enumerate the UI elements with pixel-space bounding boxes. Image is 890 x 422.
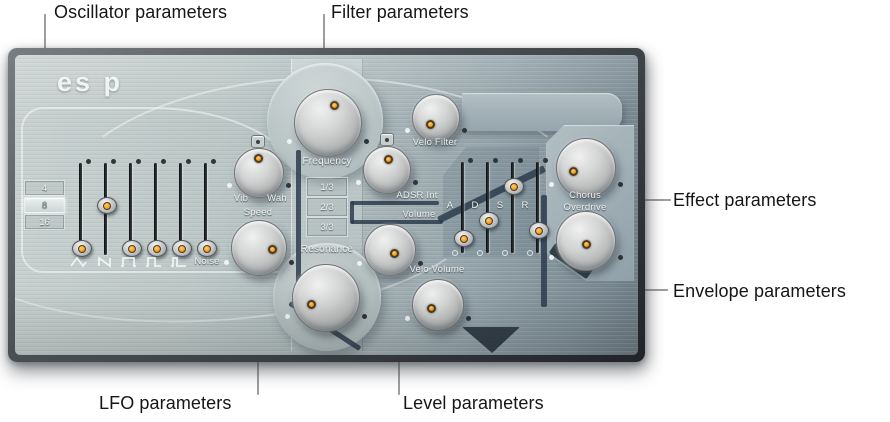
- filter-slope-button-3-3[interactable]: 3/3: [306, 217, 348, 237]
- vib-wah-knob[interactable]: [227, 148, 291, 198]
- esp-synth-window: es p 4 8 16: [8, 48, 645, 362]
- adsr-int-knob[interactable]: [356, 146, 418, 194]
- top-right-plate: [462, 93, 622, 131]
- filter-slope-button-1-3[interactable]: 1/3: [306, 177, 348, 197]
- panel-accent: [288, 301, 362, 351]
- filter-resonance-hump: [273, 243, 381, 351]
- envelope-decay-slider-track[interactable]: [477, 158, 498, 256]
- envelope-sustain-slider-track[interactable]: [502, 158, 523, 256]
- sawtooth-wave-icon: [95, 255, 119, 269]
- callout-level-parameters: Level parameters: [403, 393, 544, 413]
- resonance-label: Resonance: [300, 244, 354, 255]
- panel-accent: [437, 165, 547, 224]
- envelope-release-slider-track[interactable]: [527, 158, 548, 256]
- knob-indicator: [268, 245, 277, 254]
- knob-indicator: [427, 304, 436, 313]
- octave-button-16[interactable]: 16: [24, 214, 65, 230]
- filter-frequency-knob[interactable]: [287, 89, 369, 157]
- panel-accent: [351, 201, 439, 205]
- panel-accent: [541, 195, 547, 307]
- knob-indicator: [426, 120, 435, 129]
- esp-synth-panel: es p 4 8 16: [15, 55, 638, 355]
- oscillator-section-outline: [21, 107, 301, 273]
- velo-volume-label: Velo Volume: [409, 264, 465, 275]
- decorative-arc-top: [43, 77, 607, 355]
- knob-indicator: [307, 300, 316, 309]
- osc-pulse-narrow-slider-handle[interactable]: [172, 240, 192, 257]
- filter-frequency-hump: [267, 63, 383, 179]
- frequency-label: Frequency: [302, 156, 352, 167]
- osc-saw-slider-track[interactable]: [104, 159, 116, 255]
- callout-effect-parameters: Effect parameters: [673, 190, 817, 210]
- envelope-attack-label: A: [446, 200, 454, 211]
- vib-label: Vib: [233, 193, 249, 204]
- envelope-decay-label: D: [471, 200, 479, 211]
- osc-pulse-wide-slider-track[interactable]: [154, 159, 166, 255]
- callout-envelope-parameters: Envelope parameters: [673, 281, 846, 301]
- osc-saw-slider-handle[interactable]: [97, 197, 117, 214]
- overdrive-knob[interactable]: [549, 211, 623, 271]
- square-wave-icon: [119, 255, 143, 269]
- knob-indicator: [330, 101, 339, 110]
- knob-indicator: [254, 154, 263, 163]
- filter-resonance-knob[interactable]: [285, 264, 367, 332]
- adsr-int-label: ADSR Int: [396, 190, 438, 201]
- velo-filter-label: Velo Filter: [412, 137, 458, 148]
- envelope-attack-slider-handle[interactable]: [454, 230, 474, 247]
- callout-lfo-parameters: LFO parameters: [99, 393, 232, 413]
- decorative-arc-bottom: [15, 98, 496, 340]
- envelope-sustain-slider-handle[interactable]: [504, 178, 524, 195]
- callout-filter-parameters: Filter parameters: [331, 2, 469, 22]
- effect-section-plate: [546, 125, 634, 281]
- envelope-attack-slider-track[interactable]: [452, 158, 473, 256]
- pulse-narrow-icon: [169, 255, 193, 269]
- chorus-label: Chorus: [569, 190, 601, 201]
- panel-accent: [351, 220, 443, 224]
- volume-label: Volume: [402, 209, 436, 220]
- filter-slope-button-2-3[interactable]: 2/3: [306, 197, 348, 217]
- knob-indicator: [569, 167, 578, 176]
- panel-accent: [462, 327, 520, 353]
- callout-oscillator-parameters: Oscillator parameters: [54, 2, 228, 22]
- osc-triangle-slider-track[interactable]: [79, 159, 91, 255]
- osc-square-slider-handle[interactable]: [122, 240, 142, 257]
- esp-logo: es p: [57, 67, 124, 97]
- callout-line-filter: [323, 14, 325, 68]
- osc-pulse-narrow-slider-track[interactable]: [179, 159, 191, 255]
- osc-noise-label: Noise: [194, 256, 220, 267]
- wah-label: Wah: [267, 193, 287, 204]
- osc-pulse-wide-slider-handle[interactable]: [147, 240, 167, 257]
- velo-volume-knob[interactable]: [405, 279, 471, 331]
- lfo-mode-led: [251, 135, 265, 148]
- pulse-wide-icon: [144, 255, 168, 269]
- osc-noise-slider-handle[interactable]: [197, 240, 217, 257]
- adsr-int-led: [380, 133, 394, 146]
- volume-knob[interactable]: [357, 224, 423, 276]
- envelope-release-label: R: [521, 200, 529, 211]
- knob-indicator: [582, 240, 591, 249]
- chorus-knob[interactable]: [549, 138, 623, 198]
- envelope-section-recess: [443, 147, 539, 257]
- panel-accent: [350, 201, 354, 224]
- envelope-sustain-label: S: [496, 200, 504, 211]
- lfo-speed-knob[interactable]: [224, 220, 294, 276]
- osc-noise-slider-track[interactable]: [204, 159, 216, 255]
- panel-accent: [548, 242, 594, 280]
- triangle-wave-icon: [69, 255, 93, 269]
- panel-accent: [296, 150, 301, 308]
- osc-triangle-slider-handle[interactable]: [72, 240, 92, 257]
- octave-button-8[interactable]: 8: [24, 197, 65, 213]
- osc-square-slider-track[interactable]: [129, 159, 141, 255]
- envelope-decay-slider-handle[interactable]: [479, 212, 499, 229]
- speed-label: Speed: [243, 207, 273, 218]
- envelope-release-slider-handle[interactable]: [529, 222, 549, 239]
- overdrive-label: Overdrive: [563, 202, 607, 213]
- knob-indicator: [384, 155, 393, 164]
- octave-button-4[interactable]: 4: [24, 180, 65, 196]
- velo-filter-knob[interactable]: [405, 94, 467, 142]
- knob-indicator: [390, 249, 399, 258]
- filter-section-column: [291, 59, 363, 351]
